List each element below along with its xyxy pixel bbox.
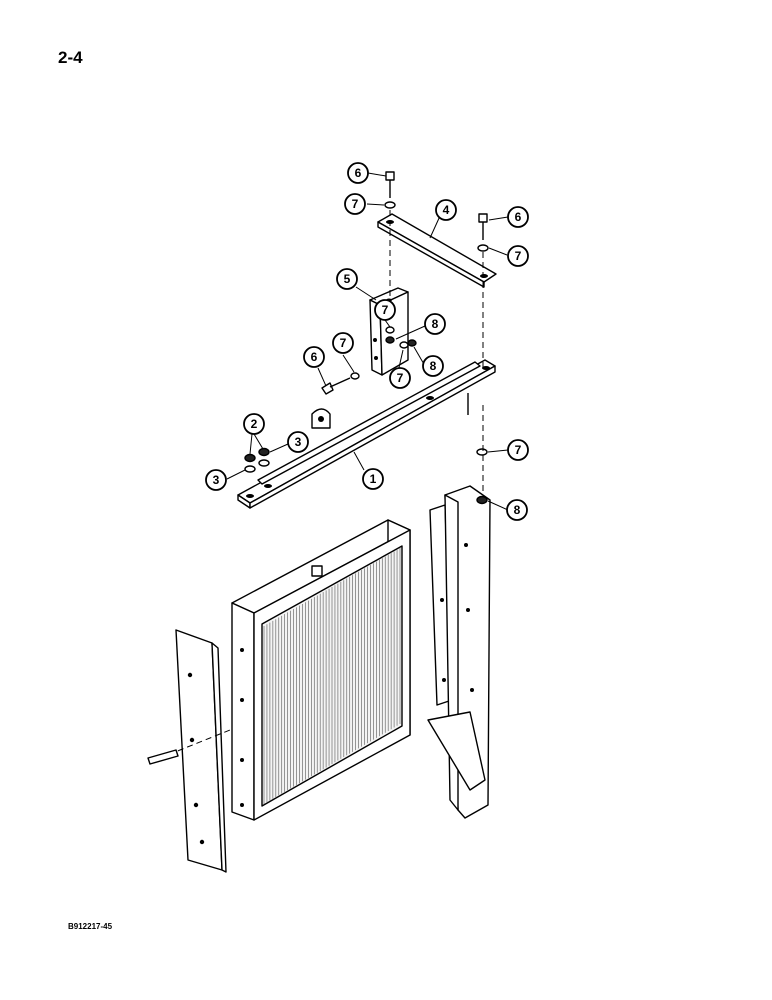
svg-text:7: 7 [515, 249, 522, 263]
radiator-fins [263, 548, 401, 804]
svg-text:6: 6 [515, 210, 522, 224]
callout-5: 5 [336, 268, 358, 290]
svg-text:8: 8 [432, 317, 439, 331]
top-cross-bar [237, 359, 496, 509]
radiator [231, 519, 411, 821]
callout-6-right: 6 [507, 206, 529, 228]
callout-3-left: 3 [205, 469, 227, 491]
callout-7-bracket-top: 7 [374, 299, 396, 321]
callout-8-bracket-top: 8 [424, 313, 446, 335]
callout-1: 1 [362, 468, 384, 490]
callout-4: 4 [435, 199, 457, 221]
top-strap [377, 213, 497, 288]
callout-2: 2 [243, 413, 265, 435]
callout-7-top: 7 [344, 193, 366, 215]
svg-text:7: 7 [382, 303, 389, 317]
svg-text:2: 2 [251, 417, 258, 431]
callout-6-top: 6 [347, 162, 369, 184]
svg-text:8: 8 [514, 503, 521, 517]
callout-6-side: 6 [303, 346, 325, 368]
svg-text:5: 5 [344, 272, 351, 286]
svg-text:7: 7 [352, 197, 359, 211]
leader-lines [226, 172, 509, 511]
callout-7-right: 7 [507, 245, 529, 267]
callout-3-right: 3 [287, 431, 309, 453]
svg-text:4: 4 [443, 203, 450, 217]
svg-text:6: 6 [355, 166, 362, 180]
svg-text:7: 7 [397, 371, 404, 385]
svg-text:3: 3 [213, 473, 220, 487]
hardware [244, 171, 489, 505]
page-number: 2-4 [58, 48, 83, 67]
callout-7-side: 7 [332, 332, 354, 354]
callout-7-lower-right: 7 [507, 439, 529, 461]
svg-text:6: 6 [311, 350, 318, 364]
right-upright-support [427, 485, 491, 819]
svg-text:3: 3 [295, 435, 302, 449]
callout-7-bracket-bottom: 7 [389, 367, 411, 389]
svg-text:7: 7 [515, 443, 522, 457]
svg-text:8: 8 [430, 359, 437, 373]
callout-8-bracket-bottom: 8 [422, 355, 444, 377]
callout-8-lower-right: 8 [506, 499, 528, 521]
svg-text:1: 1 [370, 472, 377, 486]
left-side-plate [147, 629, 231, 873]
svg-text:7: 7 [340, 336, 347, 350]
figure-id: B912217-45 [68, 922, 113, 931]
